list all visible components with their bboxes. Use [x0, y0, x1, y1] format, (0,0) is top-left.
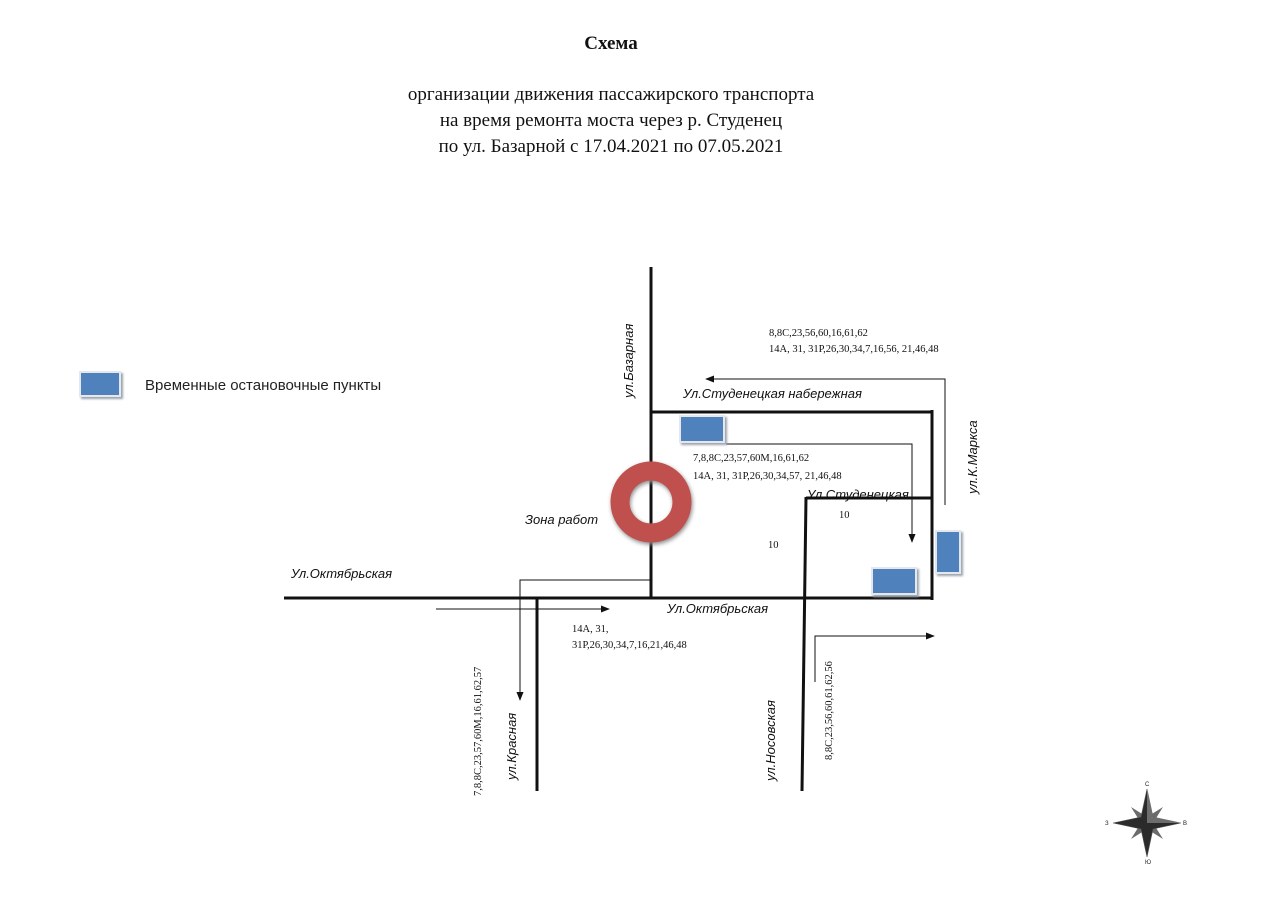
compass-north: С: [1145, 782, 1150, 788]
compass-rose: С Ю З В: [1105, 782, 1187, 866]
stop-oktyabrskaya-right: [871, 567, 917, 595]
compass-south: Ю: [1145, 860, 1151, 866]
street-bazarnaya: ул.Базарная: [621, 324, 636, 399]
work-zone-label: Зона работ: [525, 512, 598, 527]
routes-center-2: 14А, 31, 31Р,26,30,34,57, 21,46,48: [693, 471, 842, 482]
street-oktyabrskaya-left: Ул.Октябрьская: [290, 566, 392, 581]
stop-k-marksa: [935, 530, 961, 574]
roads: [284, 267, 934, 792]
street-studenetskaya-nab: Ул.Студенецкая набережная: [682, 386, 862, 401]
street-oktyabrskaya-right: Ул.Октябрьская: [666, 601, 768, 616]
subtitle-line-2: на время ремонта моста через р. Студенец: [439, 110, 783, 131]
subtitle-line-1: организации движения пассажирского транс…: [407, 84, 815, 105]
temporary-stops: [679, 415, 961, 595]
routes-bottom-mid-2: 31Р,26,30,34,7,16,21,46,48: [572, 640, 687, 651]
routes-top-right-1: 8,8С,23,56,60,16,61,62: [769, 328, 868, 339]
subtitle-line-3: по ул. Базарной с 17.04.2021 по 07.05.20…: [438, 136, 784, 157]
legend-label: Временные остановочные пункты: [145, 377, 382, 394]
route-arrow-center-south: [726, 443, 916, 543]
routes-center-1: 7,8,8С,23,57,60М,16,61,62: [693, 453, 809, 464]
routes-nosovskaya-vertical: 8,8С,23,56,60,61,62,56: [824, 661, 835, 760]
map-title: Схема: [584, 33, 638, 54]
routes-bottom-mid-1: 14А, 31,: [572, 624, 608, 635]
routes-top-right-2: 14А, 31, 31Р,26,30,34,7,16,56, 21,46,48: [769, 344, 939, 355]
legend-stop-swatch: [79, 371, 121, 397]
compass-east: В: [1183, 821, 1187, 827]
work-zone-ring: [610, 461, 692, 543]
street-krasnaya: ул.Красная: [504, 713, 519, 781]
work-zone: [610, 461, 692, 543]
routes-krasnaya-vertical: 7,8,8С,23,57,60М,16,61,62,57: [473, 667, 484, 796]
compass-highlight: [1147, 789, 1181, 823]
street-k-marksa: ул.К.Маркса: [965, 420, 980, 495]
route-arrows: [436, 375, 946, 701]
stop-studenetskaya-nab: [679, 415, 725, 443]
route-arrow-k-marksa-west: [705, 375, 946, 505]
route-arrow-nosovskaya-east: [814, 632, 935, 682]
road-nosovskaya: [800, 496, 808, 792]
street-nosovskaya: ул.Носовская: [763, 700, 778, 782]
compass-west: З: [1105, 821, 1109, 827]
routes-ten-2: 10: [768, 540, 779, 551]
routes-ten-1: 10: [839, 510, 850, 521]
map-subtitle: организации движения пассажирского транс…: [0, 82, 1222, 160]
street-studenetskaya: Ул.Студенецкая: [806, 487, 909, 502]
route-arrow-krasnaya-south: [516, 579, 651, 701]
